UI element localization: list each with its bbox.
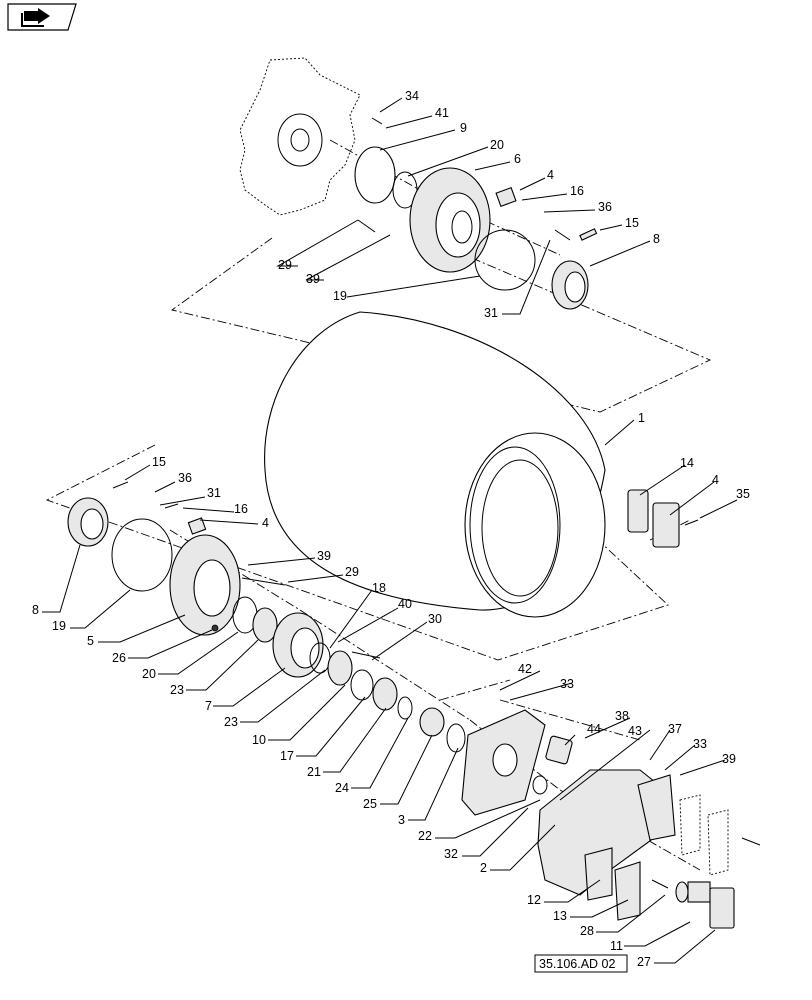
- callout-40: 40: [398, 597, 412, 611]
- callout-23: 23: [170, 683, 184, 697]
- callout-10: 10: [252, 733, 266, 747]
- callout-39: 39: [306, 272, 320, 286]
- callout-4: 4: [712, 473, 719, 487]
- callout-42: 42: [518, 662, 532, 676]
- callout-13: 13: [553, 909, 567, 923]
- callout-14: 14: [680, 456, 694, 470]
- callout-15: 15: [625, 216, 639, 230]
- callout-labels: 34 41 9 20 6 4 16 36 15 8 29 39 19 31 1 …: [32, 89, 750, 969]
- callout-19: 19: [333, 289, 347, 303]
- callout-8: 8: [653, 232, 660, 246]
- callout-22: 22: [418, 829, 432, 843]
- callout-27: 27: [637, 955, 651, 969]
- callout-24: 24: [335, 781, 349, 795]
- callout-25: 25: [363, 797, 377, 811]
- bracket-assembly: [537, 769, 761, 921]
- callout-36: 36: [178, 471, 192, 485]
- callout-34: 34: [405, 89, 419, 103]
- callout-8: 8: [32, 603, 39, 617]
- callout-33: 33: [560, 677, 574, 691]
- motor: [651, 879, 735, 929]
- callout-20: 20: [142, 667, 156, 681]
- back-arrow-icon[interactable]: [7, 3, 77, 31]
- callout-39: 39: [722, 752, 736, 766]
- callout-23: 23: [224, 715, 238, 729]
- motor-plate: [461, 709, 573, 816]
- callout-35: 35: [736, 487, 750, 501]
- callout-17: 17: [280, 749, 294, 763]
- callout-28: 28: [580, 924, 594, 938]
- callout-16: 16: [570, 184, 584, 198]
- callout-29: 29: [345, 565, 359, 579]
- callout-9: 9: [460, 121, 467, 135]
- callout-5: 5: [87, 634, 94, 648]
- callout-15: 15: [152, 455, 166, 469]
- callout-7: 7: [205, 699, 212, 713]
- callout-20: 20: [490, 138, 504, 152]
- callout-18: 18: [372, 581, 386, 595]
- top-flange-assembly: [239, 57, 598, 310]
- callout-29: 29: [278, 258, 292, 272]
- callout-2: 2: [480, 861, 487, 875]
- callout-31: 31: [484, 306, 498, 320]
- callout-4: 4: [262, 516, 269, 530]
- callout-6: 6: [514, 152, 521, 166]
- callout-36: 36: [598, 200, 612, 214]
- callout-16: 16: [234, 502, 248, 516]
- callout-3: 3: [398, 813, 405, 827]
- callout-39: 39: [317, 549, 331, 563]
- callout-37: 37: [668, 722, 682, 736]
- callout-11: 11: [610, 939, 623, 953]
- callout-21: 21: [307, 765, 321, 779]
- reference-label-box: 35.106.AD 02: [534, 954, 628, 973]
- callout-1: 1: [638, 411, 645, 425]
- callout-44: 44: [587, 722, 601, 736]
- callout-33: 33: [693, 737, 707, 751]
- callout-38: 38: [615, 709, 629, 723]
- callout-19: 19: [52, 619, 66, 633]
- drive-side-assembly: [67, 481, 466, 753]
- callout-43: 43: [628, 724, 642, 738]
- drum-shell: [264, 311, 606, 618]
- callout-32: 32: [444, 847, 458, 861]
- callout-4: 4: [547, 168, 554, 182]
- callout-30: 30: [428, 612, 442, 626]
- callout-41: 41: [435, 106, 449, 120]
- side-plates: [627, 489, 699, 548]
- callout-31: 31: [207, 486, 221, 500]
- leader-lines: [42, 97, 738, 964]
- callout-12: 12: [527, 893, 541, 907]
- reference-label: 35.106.AD 02: [539, 957, 615, 971]
- callout-26: 26: [112, 651, 126, 665]
